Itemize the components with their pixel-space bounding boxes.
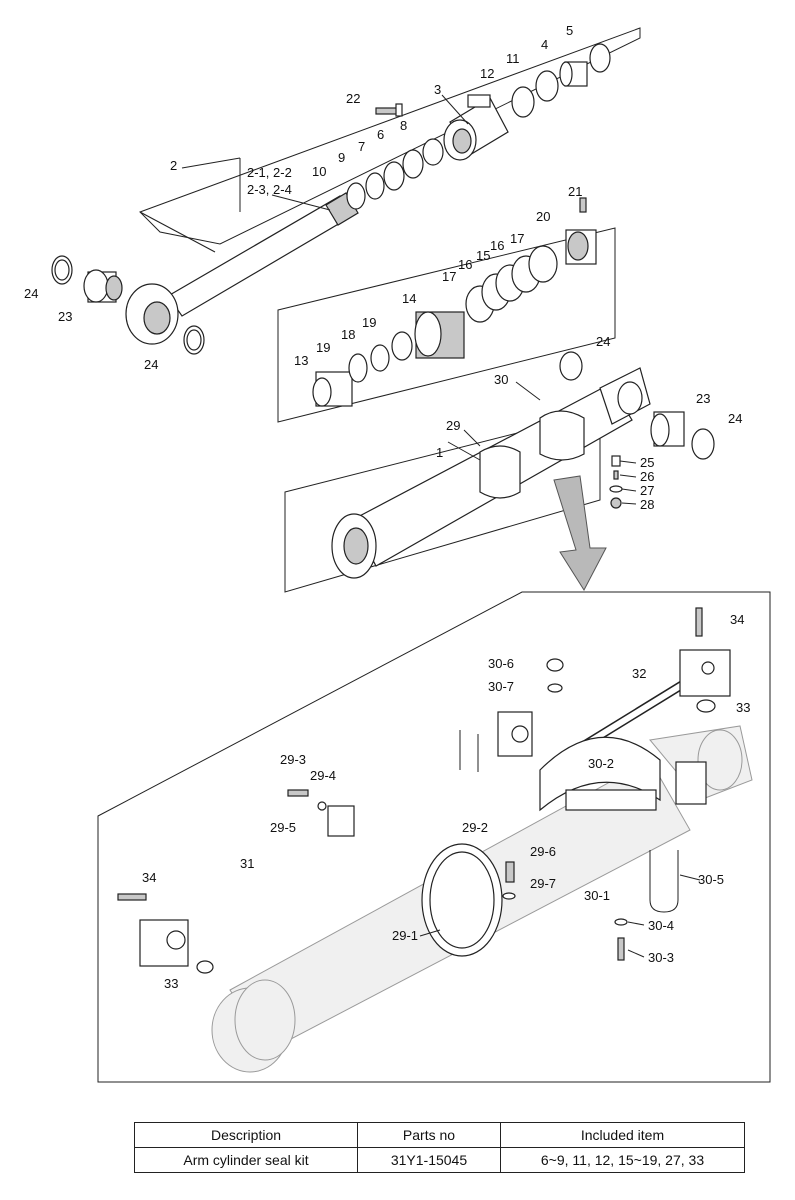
label-3: 3 xyxy=(434,82,441,97)
label-30-3: 30-3 xyxy=(648,950,674,965)
cell-included-item: 6~9, 11, 12, 15~19, 27, 33 xyxy=(500,1147,745,1173)
label-30-1: 30-1 xyxy=(584,888,610,903)
cover-rings xyxy=(511,43,611,118)
cylinder-tube xyxy=(331,367,651,579)
label-6: 6 xyxy=(377,127,384,142)
label-30-7: 30-7 xyxy=(488,679,514,694)
bolt-34-right xyxy=(695,607,703,637)
label-24c: 24 xyxy=(596,334,610,349)
callout-labels: 1 2 2-1, 2-2 2-3, 2-4 3 4 5 6 7 8 9 10 1… xyxy=(24,23,750,991)
label-29-1: 29-1 xyxy=(392,928,418,943)
label-27: 27 xyxy=(640,483,654,498)
label-29-2: 29-2 xyxy=(462,820,488,835)
label-2b: 2-3, 2-4 xyxy=(247,182,292,197)
label-30-4: 30-4 xyxy=(648,918,674,933)
label-16a: 16 xyxy=(490,238,504,253)
piston-rod xyxy=(125,192,359,345)
label-32: 32 xyxy=(632,666,646,681)
label-12: 12 xyxy=(480,66,494,81)
pipe-32 xyxy=(557,649,731,805)
label-29-4: 29-4 xyxy=(310,768,336,783)
label-21: 21 xyxy=(568,184,582,199)
label-7: 7 xyxy=(358,139,365,154)
label-30: 30 xyxy=(494,372,508,387)
label-30-2: 30-2 xyxy=(588,756,614,771)
tube-group-panel xyxy=(284,411,601,593)
label-34b: 34 xyxy=(730,612,744,627)
label-28: 28 xyxy=(640,497,654,512)
label-29-7: 29-7 xyxy=(530,876,556,891)
seal-kit-table: Description Parts no Included item Arm c… xyxy=(134,1122,745,1173)
cell-description: Arm cylinder seal kit xyxy=(134,1147,358,1173)
table-header-row: Description Parts no Included item xyxy=(134,1122,745,1148)
label-19b: 19 xyxy=(316,340,330,355)
label-19a: 19 xyxy=(362,315,376,330)
leader-lines xyxy=(181,94,701,958)
label-4: 4 xyxy=(541,37,548,52)
label-24d: 24 xyxy=(728,411,742,426)
label-30-6: 30-6 xyxy=(488,656,514,671)
label-23a: 23 xyxy=(58,309,72,324)
pipe-31 xyxy=(139,711,533,974)
label-25: 25 xyxy=(640,455,654,470)
label-5: 5 xyxy=(566,23,573,38)
label-16b: 16 xyxy=(458,257,472,272)
rod-bushing xyxy=(51,255,205,355)
label-29: 29 xyxy=(446,418,460,433)
clamp-29 xyxy=(287,789,516,957)
label-23b: 23 xyxy=(696,391,710,406)
tube-bushing-right xyxy=(559,351,715,460)
label-1: 1 xyxy=(436,445,443,460)
label-20: 20 xyxy=(536,209,550,224)
rod-seals xyxy=(346,138,444,210)
grease-fittings xyxy=(609,455,623,509)
label-18: 18 xyxy=(341,327,355,342)
header-included-item: Included item xyxy=(500,1122,745,1148)
bolt-22 xyxy=(375,103,403,117)
label-29-5: 29-5 xyxy=(270,820,296,835)
rod-cover xyxy=(443,94,509,161)
label-22: 22 xyxy=(346,91,360,106)
label-26: 26 xyxy=(640,469,654,484)
label-15: 15 xyxy=(476,248,490,263)
label-13: 13 xyxy=(294,353,308,368)
clamp-30 xyxy=(459,658,679,961)
label-11: 11 xyxy=(506,51,520,66)
header-description: Description xyxy=(134,1122,358,1148)
label-10: 10 xyxy=(312,164,326,179)
label-34a: 34 xyxy=(142,870,156,885)
label-9: 9 xyxy=(338,150,345,165)
detail-frame xyxy=(97,591,771,1083)
header-parts-no: Parts no xyxy=(357,1122,501,1148)
label-17b: 17 xyxy=(442,269,456,284)
label-29-6: 29-6 xyxy=(530,844,556,859)
label-24b: 24 xyxy=(144,357,158,372)
cell-parts-no: 31Y1-15045 xyxy=(357,1147,501,1173)
piston-group xyxy=(312,197,597,407)
label-33a: 33 xyxy=(164,976,178,991)
detail-arrow xyxy=(553,475,607,592)
label-31: 31 xyxy=(240,856,254,871)
label-33b: 33 xyxy=(736,700,750,715)
label-24a: 24 xyxy=(24,286,38,301)
label-17a: 17 xyxy=(510,231,524,246)
label-2: 2 xyxy=(170,158,177,173)
piston-group-panel xyxy=(277,227,616,423)
bolt-34-left xyxy=(117,893,147,901)
label-29-3: 29-3 xyxy=(280,752,306,767)
rod-group-panel xyxy=(139,27,641,245)
label-14: 14 xyxy=(402,291,416,306)
label-2a: 2-1, 2-2 xyxy=(247,165,292,180)
label-8: 8 xyxy=(400,118,407,133)
label-30-5: 30-5 xyxy=(698,872,724,887)
table-row: Arm cylinder seal kit 31Y1-15045 6~9, 11… xyxy=(134,1147,745,1173)
